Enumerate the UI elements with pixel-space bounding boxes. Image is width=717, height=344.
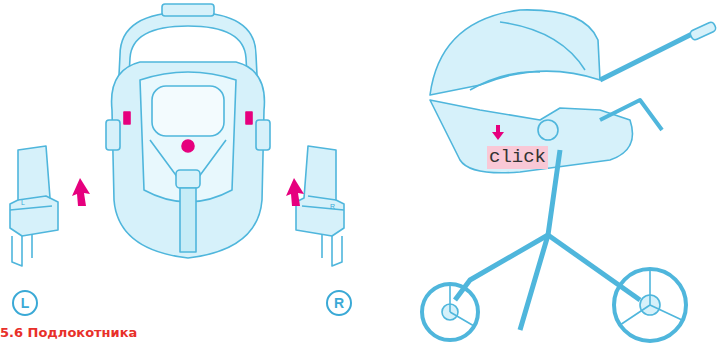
insert-arrows: [72, 178, 304, 206]
car-seat: [106, 4, 270, 258]
side-mark: L: [12, 290, 38, 316]
side-mark: R: [326, 290, 352, 316]
right-adapter: [296, 146, 344, 266]
left-adapter: [10, 146, 58, 266]
click-label: click: [487, 146, 548, 169]
side-letter: L: [21, 199, 25, 206]
click-arrow: [492, 125, 504, 140]
section-heading: 5.6 Подлокотника: [0, 326, 137, 339]
stroller: [422, 10, 717, 341]
side-letter: R: [330, 203, 335, 210]
